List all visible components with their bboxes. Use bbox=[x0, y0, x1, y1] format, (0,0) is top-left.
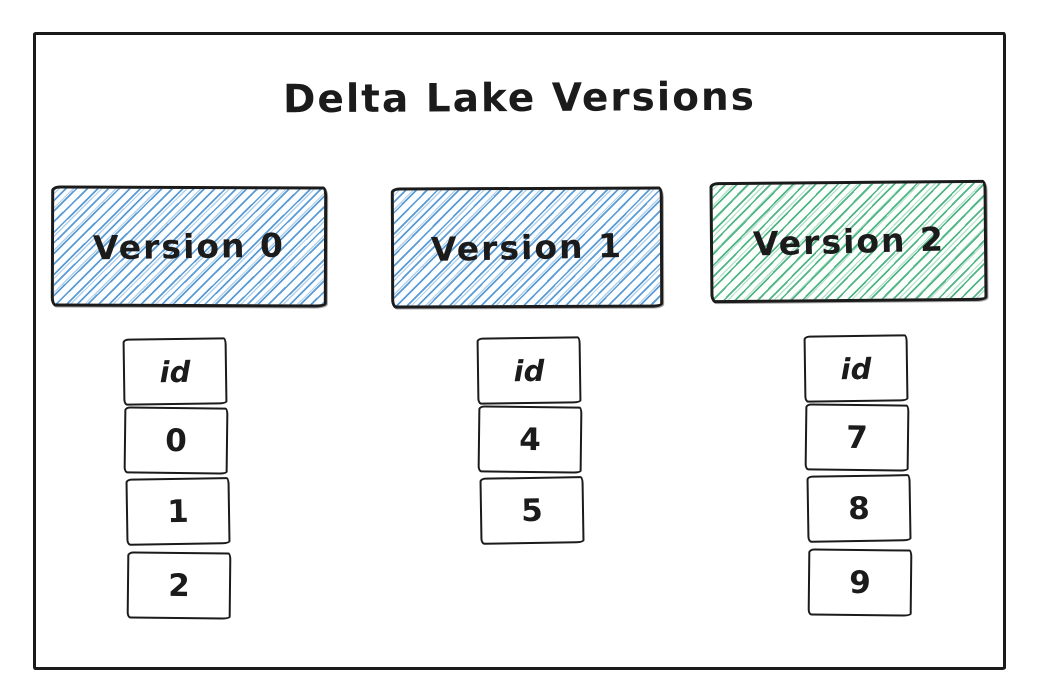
id-table-version-0: id 0 1 2 bbox=[122, 337, 232, 620]
table-header-cell: id bbox=[122, 337, 228, 406]
version-box-2: Version 2 bbox=[709, 179, 988, 304]
table-cell: 8 bbox=[806, 474, 912, 543]
table-cell: 0 bbox=[123, 406, 229, 475]
id-table-version-2: id 7 8 9 bbox=[803, 334, 913, 617]
table-cell: 9 bbox=[807, 548, 913, 617]
id-table-version-1: id 4 5 bbox=[476, 336, 585, 545]
table-cell: 4 bbox=[477, 405, 583, 474]
version-label: Version 2 bbox=[752, 219, 945, 264]
version-box-0: Version 0 bbox=[50, 185, 328, 308]
table-cell: 7 bbox=[804, 403, 910, 472]
table-cell: 1 bbox=[125, 477, 231, 546]
table-header-cell: id bbox=[803, 334, 909, 403]
table-header-cell: id bbox=[476, 336, 582, 405]
version-label: Version 0 bbox=[92, 225, 286, 268]
table-cell: 5 bbox=[479, 476, 585, 545]
table-cell: 2 bbox=[126, 551, 232, 620]
version-label: Version 1 bbox=[430, 225, 624, 270]
diagram-title: Delta Lake Versions bbox=[282, 74, 757, 123]
version-box-1: Version 1 bbox=[390, 186, 664, 309]
